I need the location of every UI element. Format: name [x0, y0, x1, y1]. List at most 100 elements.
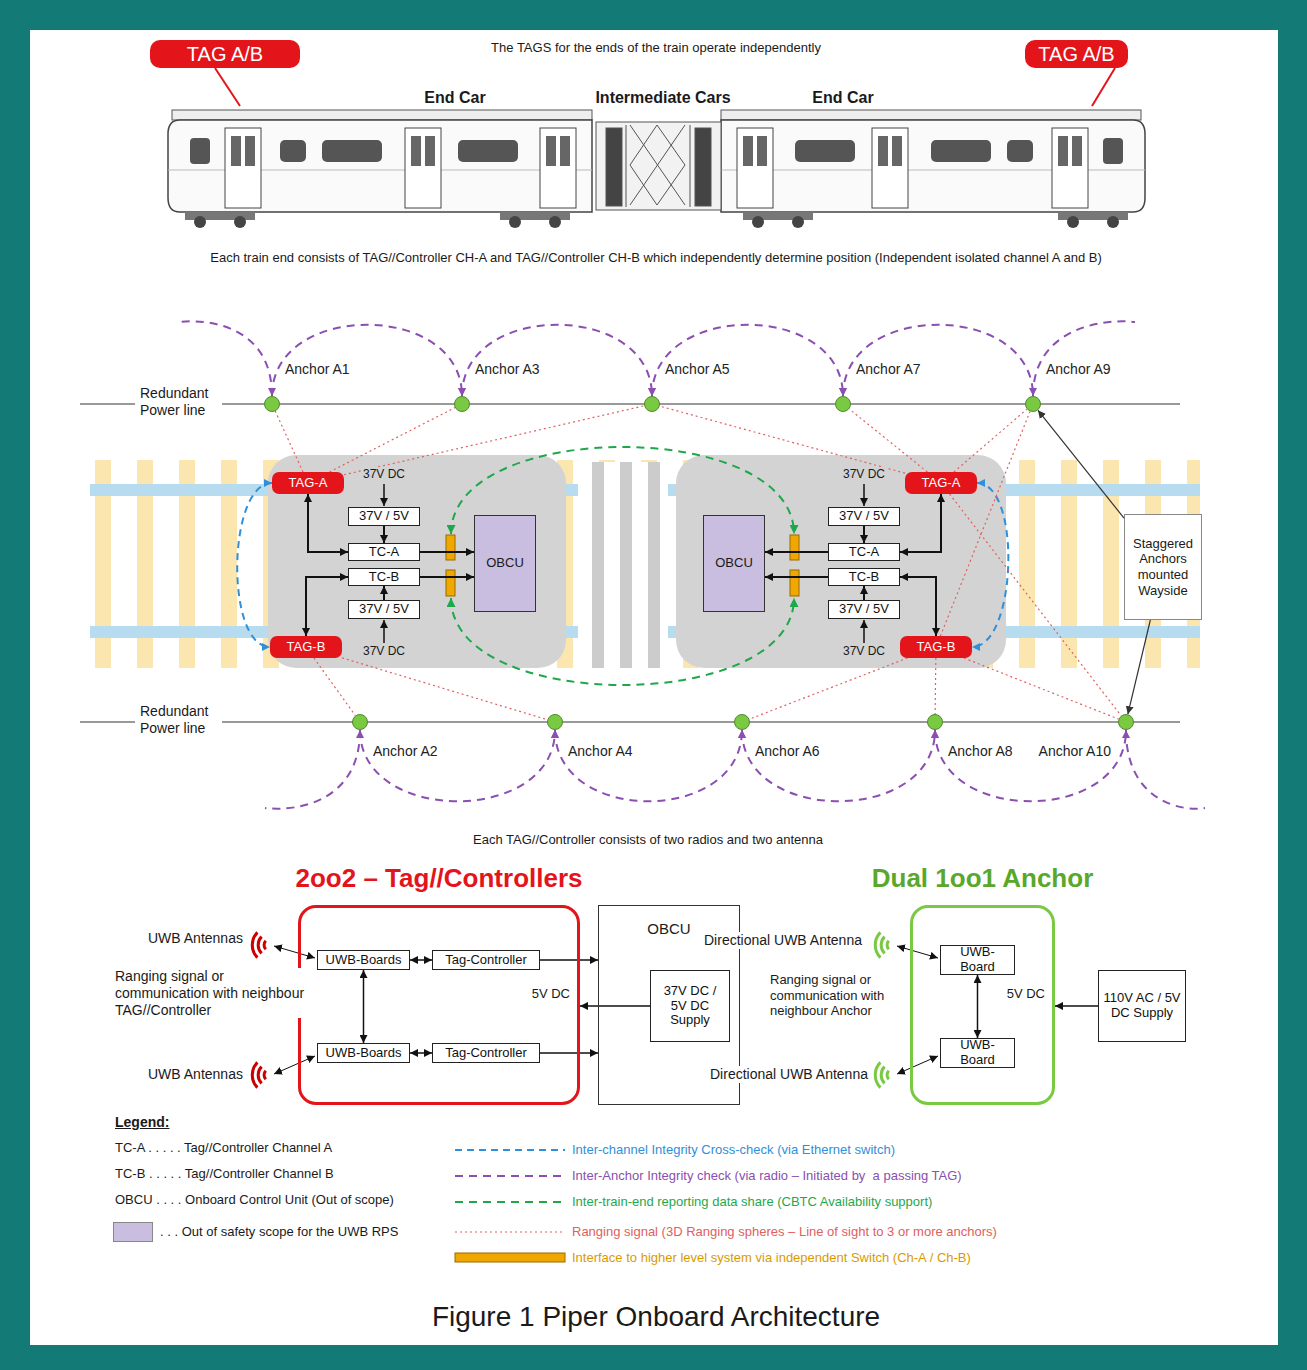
node-text: TC-B	[369, 570, 399, 585]
tag-box: TAG-B	[900, 636, 972, 658]
node-text: OBCU	[647, 920, 690, 937]
obcu-box: OBCU	[703, 515, 765, 612]
connector	[940, 411, 1030, 636]
connector	[749, 658, 907, 719]
anchor-node: Anchor A5	[644, 396, 660, 412]
obcu-box: OBCU	[474, 515, 536, 612]
label: The TAGS for the ends of the train opera…	[489, 40, 823, 56]
connector	[849, 409, 927, 472]
process-box: 37V / 5V	[348, 600, 420, 619]
node-text: UWB-Board	[944, 945, 1011, 975]
connector	[765, 551, 828, 553]
label: UWB Antennas	[146, 930, 245, 947]
process-box: Tag-Controller	[432, 1043, 540, 1063]
connector	[765, 576, 828, 578]
connector	[272, 325, 462, 396]
process-box: UWB-Board	[940, 945, 1015, 975]
process-box: UWB-Boards	[317, 950, 410, 970]
label: End Car	[422, 88, 487, 107]
anchor-node: Anchor A10	[1118, 714, 1134, 730]
node-text: Staggered Anchors mounted Wayside	[1127, 536, 1199, 598]
anchor-node: Anchor A3	[454, 396, 470, 412]
legend-text: Inter-train-end reporting data share (CB…	[572, 1194, 932, 1210]
connector	[275, 411, 303, 472]
anchor-label: Anchor A7	[854, 361, 923, 377]
node-text: Tag-Controller	[445, 1046, 527, 1061]
legend-text: Ranging signal (3D Ranging spheres – Lin…	[572, 1224, 997, 1240]
anchor-label: Anchor A2	[371, 743, 440, 759]
process-box: TC-A	[348, 543, 420, 561]
label: Each TAG//Controller consists of two rad…	[471, 832, 825, 848]
anchor-label: Anchor A4	[566, 743, 635, 759]
label: 37V DC	[841, 644, 887, 658]
node-text: 37V DC / 5V DC Supply	[654, 984, 726, 1029]
connector	[950, 494, 1122, 716]
connector	[306, 577, 348, 636]
anchor-node: Anchor A1	[264, 396, 280, 412]
node-text: TAG-B	[287, 640, 326, 655]
connector	[863, 526, 865, 543]
process-box: UWB-Boards	[317, 1043, 410, 1063]
connector	[555, 730, 742, 801]
process-box: UWB-Board	[940, 1038, 1015, 1068]
anchor-group: Dual 1oo1 AnchorUWB-BoardUWB-Board	[910, 905, 1055, 1105]
connector	[660, 406, 905, 473]
anchor-node: Anchor A6	[734, 714, 750, 730]
gangway	[596, 122, 721, 210]
connector	[863, 586, 865, 600]
controller-group: 2oo2 – Tag//ControllersUWB-BoardsTag-Con…	[298, 905, 580, 1105]
anchor-label: Anchor A10	[1037, 743, 1113, 759]
node-text: TC-B	[849, 570, 879, 585]
legend-text: Inter-channel Integrity Cross-check (via…	[572, 1142, 895, 1158]
label: Each train end consists of TAG//Controll…	[208, 250, 1103, 266]
tag-box: TAG-A	[272, 472, 344, 494]
legend-heading: Legend:	[113, 1114, 171, 1131]
anchor-label: Anchor A3	[473, 361, 542, 377]
legend-swatch	[113, 1222, 153, 1242]
node-text: UWB-Board	[944, 1038, 1011, 1068]
anchor-label: Anchor A1	[283, 361, 352, 377]
connector	[540, 959, 598, 961]
process-box: 37V / 5V	[828, 507, 900, 526]
process-box: Tag-Controller	[432, 950, 540, 970]
process-box: 37V DC / 5V DC Supply	[650, 970, 730, 1042]
anchor-node: Anchor A8	[927, 714, 943, 730]
process-box: TC-B	[828, 568, 900, 586]
node-text: 37V / 5V	[359, 509, 409, 524]
process-box: TC-B	[348, 568, 420, 586]
node-text: OBCU	[715, 556, 753, 571]
node-text: 37V / 5V	[359, 602, 409, 617]
connector	[964, 658, 1119, 719]
connector	[308, 494, 348, 552]
node-text: TAG-A	[922, 476, 961, 491]
anchor-node: Anchor A2	[352, 714, 368, 730]
connector	[314, 658, 355, 716]
group-heading: Dual 1oo1 Anchor	[872, 864, 1094, 894]
connector	[462, 325, 652, 396]
node-text: TAG-B	[917, 640, 956, 655]
process-box: TC-A	[828, 543, 900, 561]
anchor-label: Anchor A5	[663, 361, 732, 377]
label: Directional UWB Antenna	[702, 932, 864, 949]
tag-callout: TAG A/B	[150, 40, 300, 68]
node-text: TC-A	[369, 545, 399, 560]
tag-box: TAG-B	[270, 636, 342, 658]
label: Redundant Power line	[138, 703, 222, 737]
node-text: TAG A/B	[187, 43, 263, 66]
connector	[652, 325, 843, 396]
connector	[383, 586, 385, 600]
legend-text: Inter-Anchor Integrity check (via radio …	[572, 1168, 962, 1184]
process-box: 37V / 5V	[828, 600, 900, 619]
connector	[420, 576, 474, 578]
figure-caption: Figure 1 Piper Onboard Architecture	[432, 1300, 880, 1334]
connector	[540, 1052, 598, 1054]
legend-samples	[455, 1150, 565, 1262]
group-heading: 2oo2 – Tag//Controllers	[295, 864, 582, 894]
node-text: 37V / 5V	[839, 602, 889, 617]
connector	[935, 658, 937, 714]
anchor-label: Anchor A9	[1044, 361, 1113, 377]
anchor-node: Anchor A4	[547, 714, 563, 730]
connector	[420, 551, 474, 553]
